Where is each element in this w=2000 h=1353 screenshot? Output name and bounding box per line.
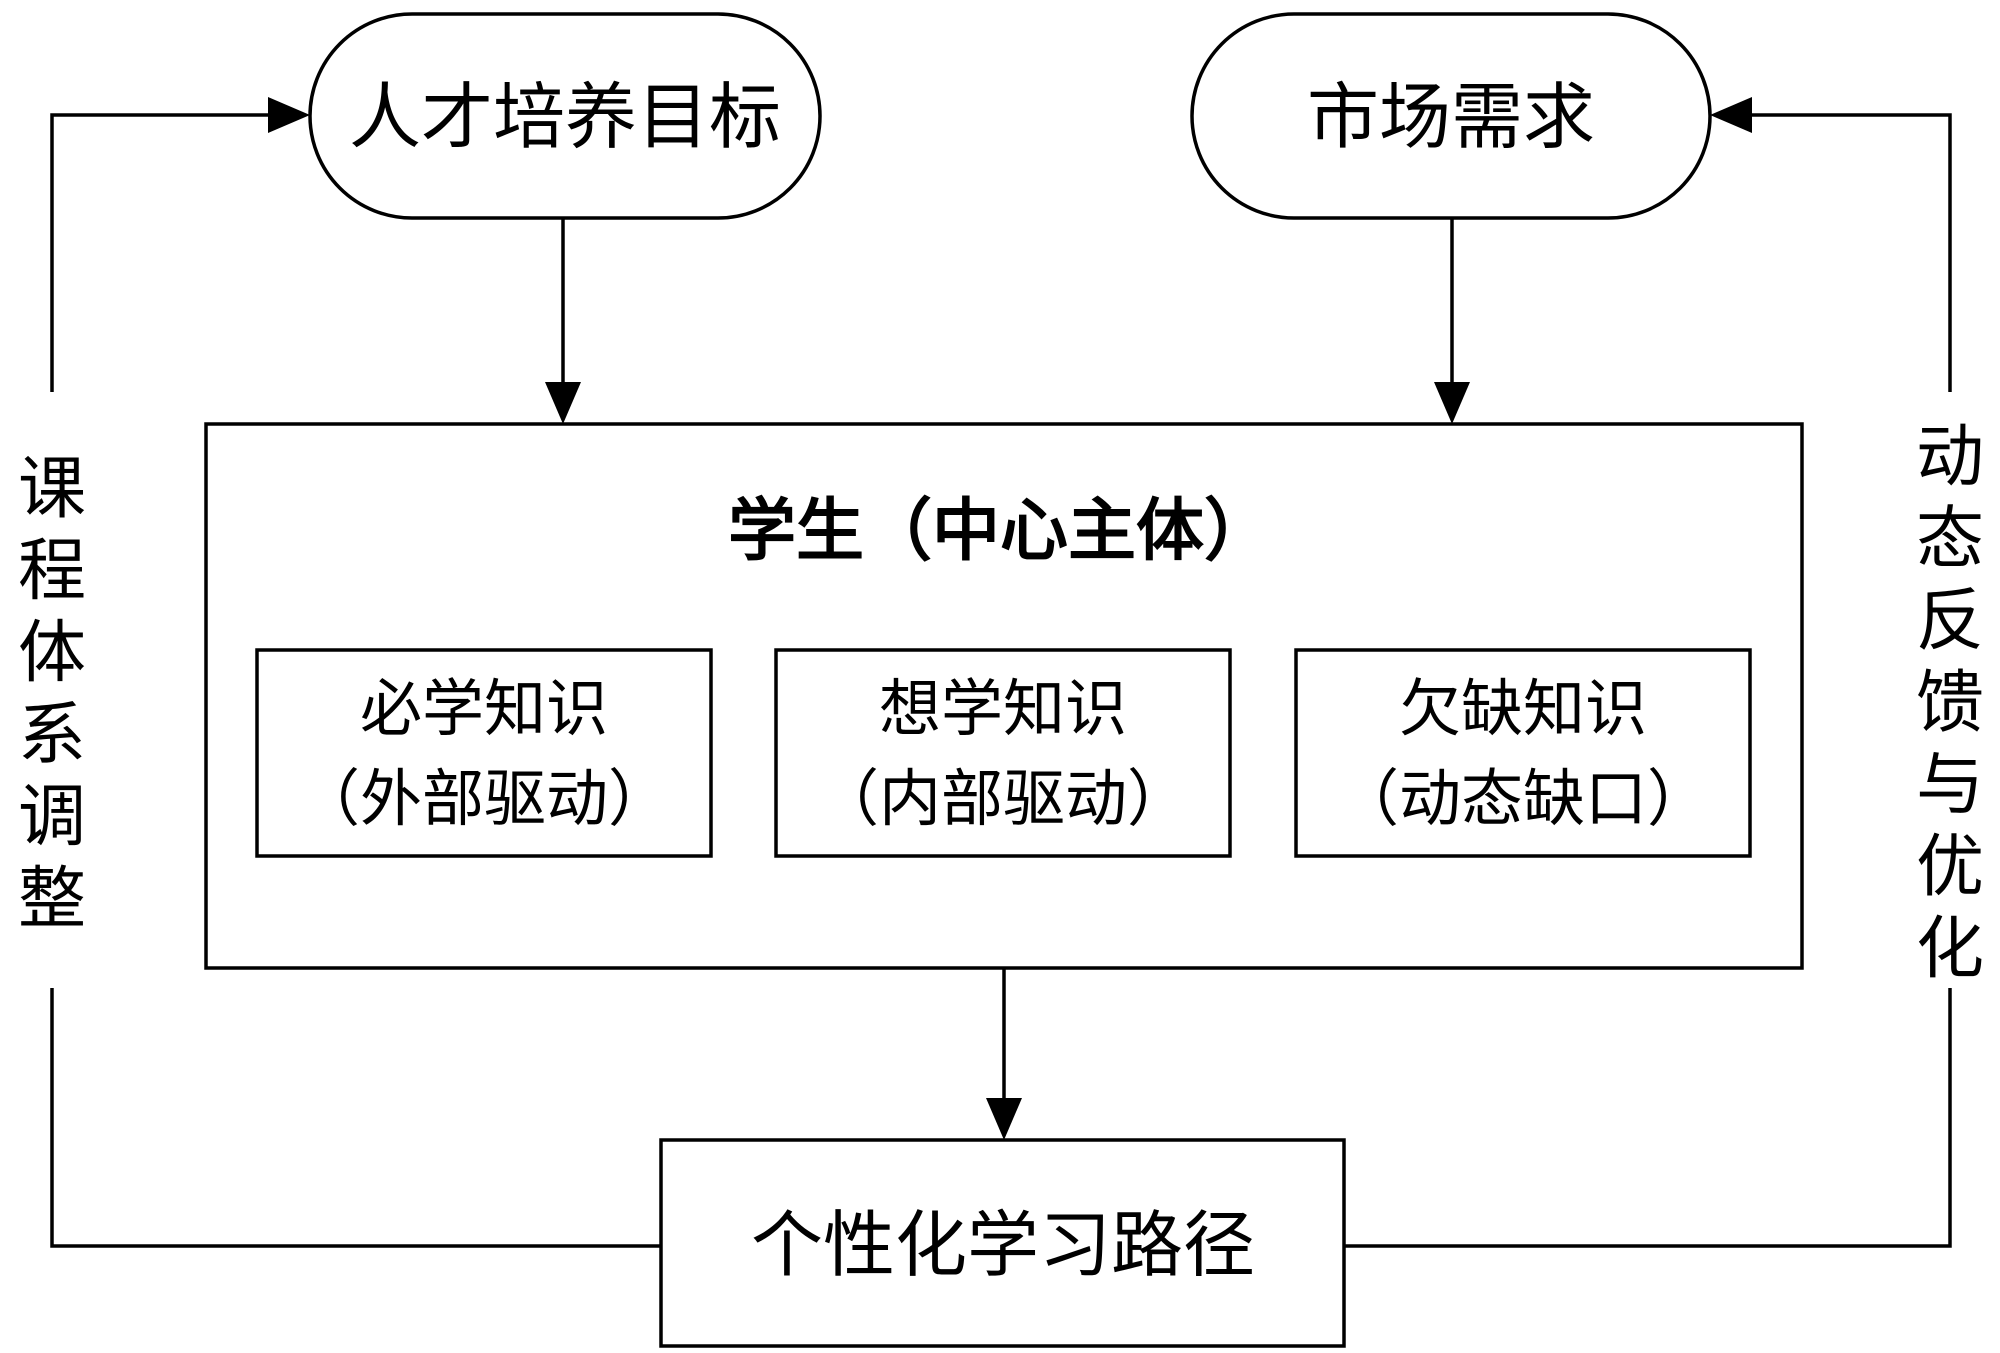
dynamic-feedback-char: 动 [1916,418,1984,497]
curriculum-adjustment-label: 课 程 体 系 调 整 [18,450,86,939]
market-demand-node [1190,12,1712,220]
arrowhead-into-student-right [1434,382,1470,424]
missing-knowledge-line1: 欠缺知识 [1399,672,1647,745]
talent-goal-node [308,12,822,220]
missing-knowledge-line2: （动态缺口） [1337,762,1709,835]
required-knowledge-line2: （外部驱动） [298,762,670,835]
required-knowledge-line1: 必学知识 [360,672,608,745]
dynamic-feedback-char: 化 [1916,910,1984,989]
dynamic-feedback-char: 与 [1916,746,1984,825]
arrowhead-into-path [986,1098,1022,1140]
required-knowledge-box [255,648,713,858]
talent-goal-label: 人才培养目标 [349,75,781,159]
arrowhead-into-student-left [545,382,581,424]
student-center-title: 学生（中心主体） [728,492,1272,571]
learning-path-box [659,1138,1346,1348]
dynamic-feedback-label: 动 态 反 馈 与 优 化 [1916,418,1984,989]
dynamic-feedback-char: 反 [1916,582,1984,661]
market-demand-label: 市场需求 [1307,75,1595,159]
desired-knowledge-line1: 想学知识 [879,672,1127,745]
missing-knowledge-box [1294,648,1752,858]
curriculum-adjustment-char: 程 [18,532,86,611]
curriculum-adjustment-char: 体 [18,614,86,693]
dynamic-feedback-char: 优 [1916,828,1984,907]
arrowhead-into-talent-goal [268,97,310,133]
desired-knowledge-line2: （内部驱动） [817,762,1189,835]
curriculum-adjustment-char: 调 [18,778,86,857]
curriculum-adjustment-char: 系 [18,696,86,775]
desired-knowledge-box [774,648,1232,858]
arrowhead-into-market-demand [1710,97,1752,133]
dynamic-feedback-char: 态 [1916,500,1984,579]
learning-path-label: 个性化学习路径 [751,1203,1255,1287]
connector-right-loop-top [1740,113,1952,392]
dynamic-feedback-char: 馈 [1916,664,1984,743]
connector-right-loop-bottom [1344,988,1952,1248]
connector-left-loop-top [50,113,280,392]
connector-left-loop-bottom [50,988,661,1248]
curriculum-adjustment-char: 课 [18,450,86,529]
curriculum-adjustment-char: 整 [18,860,86,939]
